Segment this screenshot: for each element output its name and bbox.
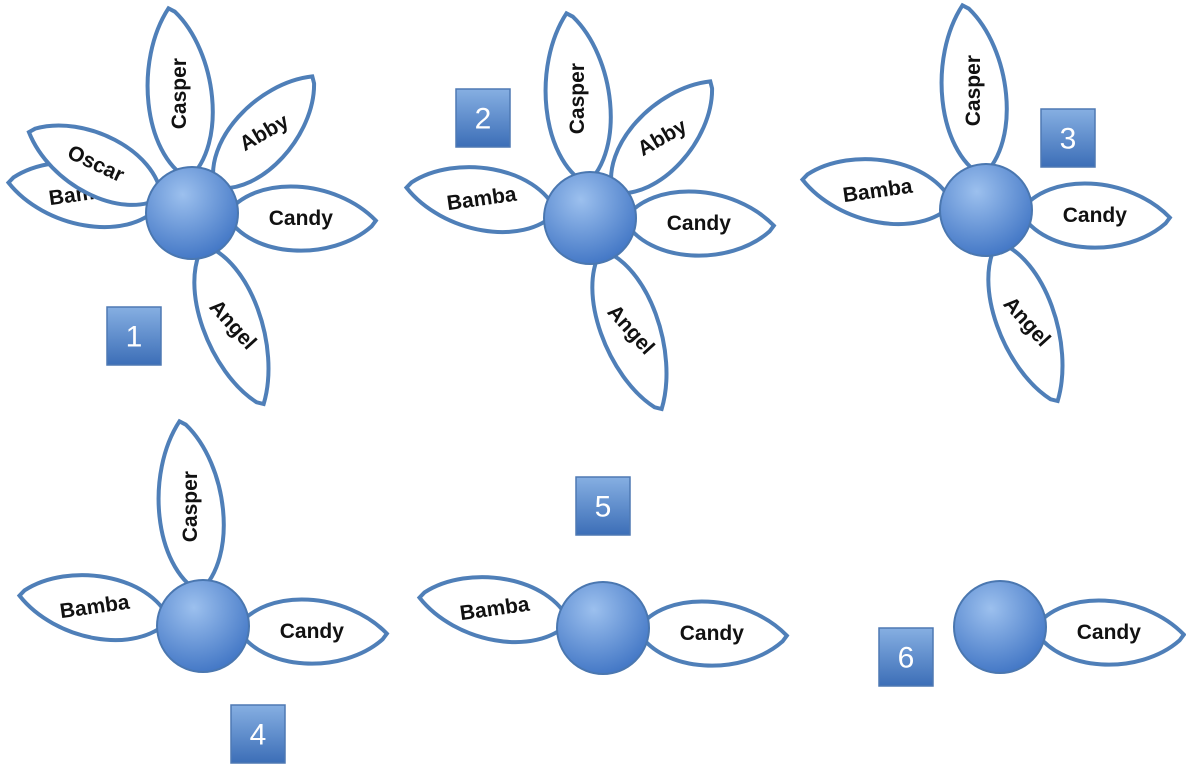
petal-shape	[145, 5, 215, 182]
flower-center-6	[953, 580, 1047, 674]
petal-angel: Angel	[986, 239, 1065, 404]
petal-shape	[621, 189, 777, 258]
petal-shape	[234, 597, 390, 666]
petal-shape	[211, 74, 317, 191]
petal-shape	[939, 2, 1009, 179]
petal-shape	[403, 165, 559, 235]
flower-number-label: 5	[595, 491, 612, 524]
petal-angel: Angel	[590, 247, 669, 412]
number-box-bg	[230, 704, 286, 764]
number-box-bg	[455, 88, 511, 148]
flower-5: Candy Bamba	[416, 575, 790, 668]
number-box-4: 4	[230, 704, 286, 764]
flower-center-2	[543, 171, 637, 265]
petal-shape	[416, 575, 572, 645]
petal-candy: Candy	[1017, 181, 1173, 250]
flower-center-1	[145, 166, 239, 260]
petal-label-casper: Casper	[566, 63, 589, 134]
petal-casper: Casper	[145, 5, 215, 182]
petal-shape	[192, 242, 271, 407]
petal-casper: Casper	[156, 418, 226, 595]
petal-shape	[799, 157, 955, 227]
flower-center-3	[939, 163, 1033, 257]
petal-shape	[26, 123, 164, 207]
number-box-bg	[575, 476, 631, 536]
petal-casper: Casper	[543, 10, 613, 187]
number-box-bg	[1040, 108, 1096, 168]
petal-bamba: Bamba	[16, 573, 172, 643]
number-box-bg	[878, 627, 934, 687]
petal-candy: Candy	[634, 599, 790, 668]
petal-shape	[590, 247, 669, 412]
petal-candy: Candy	[1031, 598, 1186, 667]
flower-number-label: 3	[1060, 123, 1077, 156]
number-box-6: 6	[878, 627, 934, 687]
petal-label-candy: Candy	[269, 207, 334, 230]
flower-number-label: 6	[898, 642, 915, 675]
number-box-bg	[106, 306, 162, 366]
number-box-2: 2	[455, 88, 511, 148]
flower-6: Candy	[1031, 598, 1186, 667]
flower-number-label: 4	[250, 719, 267, 752]
flower-center-4	[156, 579, 250, 673]
petal-shape	[16, 573, 172, 643]
petal-shape	[634, 599, 790, 668]
petal-casper: Casper	[939, 2, 1009, 179]
flower-center-5	[556, 581, 650, 675]
petal-label-casper: Casper	[962, 55, 985, 126]
petal-label-casper: Casper	[168, 58, 191, 129]
petal-candy: Candy	[234, 597, 390, 666]
petal-oscar: Oscar	[26, 123, 164, 207]
petal-shape	[986, 239, 1065, 404]
petal-label-candy: Candy	[280, 620, 345, 643]
flower-number-label: 2	[475, 103, 492, 136]
petal-angel: Angel	[192, 242, 271, 407]
petal-candy: Candy	[621, 189, 777, 258]
petal-abby: Abby	[211, 74, 317, 191]
petal-candy: Candy	[223, 184, 379, 253]
flower-number-label: 1	[126, 321, 143, 354]
petal-shape	[1017, 181, 1173, 250]
petal-shape	[1031, 598, 1186, 667]
petal-label-casper: Casper	[179, 471, 202, 542]
petal-label-candy: Candy	[680, 622, 745, 645]
petal-shape	[609, 79, 715, 196]
petal-label-candy: Candy	[667, 212, 732, 235]
petal-shape	[156, 418, 226, 595]
petal-label-candy: Candy	[1063, 204, 1128, 227]
petal-bamba: Bamba	[403, 165, 559, 235]
petal-abby: Abby	[609, 79, 715, 196]
petal-bamba: Bamba	[799, 157, 955, 227]
petal-label-candy: Candy	[1077, 621, 1142, 644]
number-box-3: 3	[1040, 108, 1096, 168]
petal-shape	[223, 184, 379, 253]
petal-bamba: Bamba	[416, 575, 572, 645]
number-box-5: 5	[575, 476, 631, 536]
number-box-1: 1	[106, 306, 162, 366]
petal-shape	[543, 10, 613, 187]
